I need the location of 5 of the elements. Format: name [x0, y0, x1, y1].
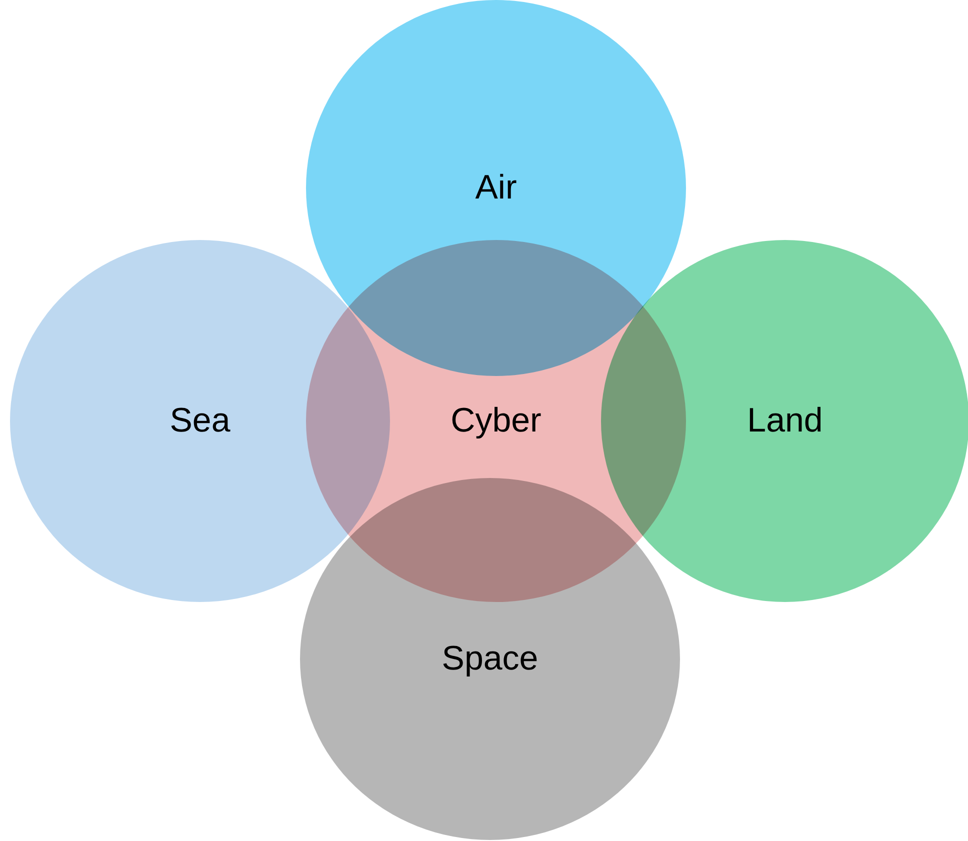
circle-label: Cyber	[450, 402, 542, 440]
circle-label: Air	[475, 168, 517, 208]
circle-label: Land	[747, 402, 823, 440]
circle-label: Space	[442, 640, 538, 678]
circle-label: Sea	[170, 402, 230, 440]
